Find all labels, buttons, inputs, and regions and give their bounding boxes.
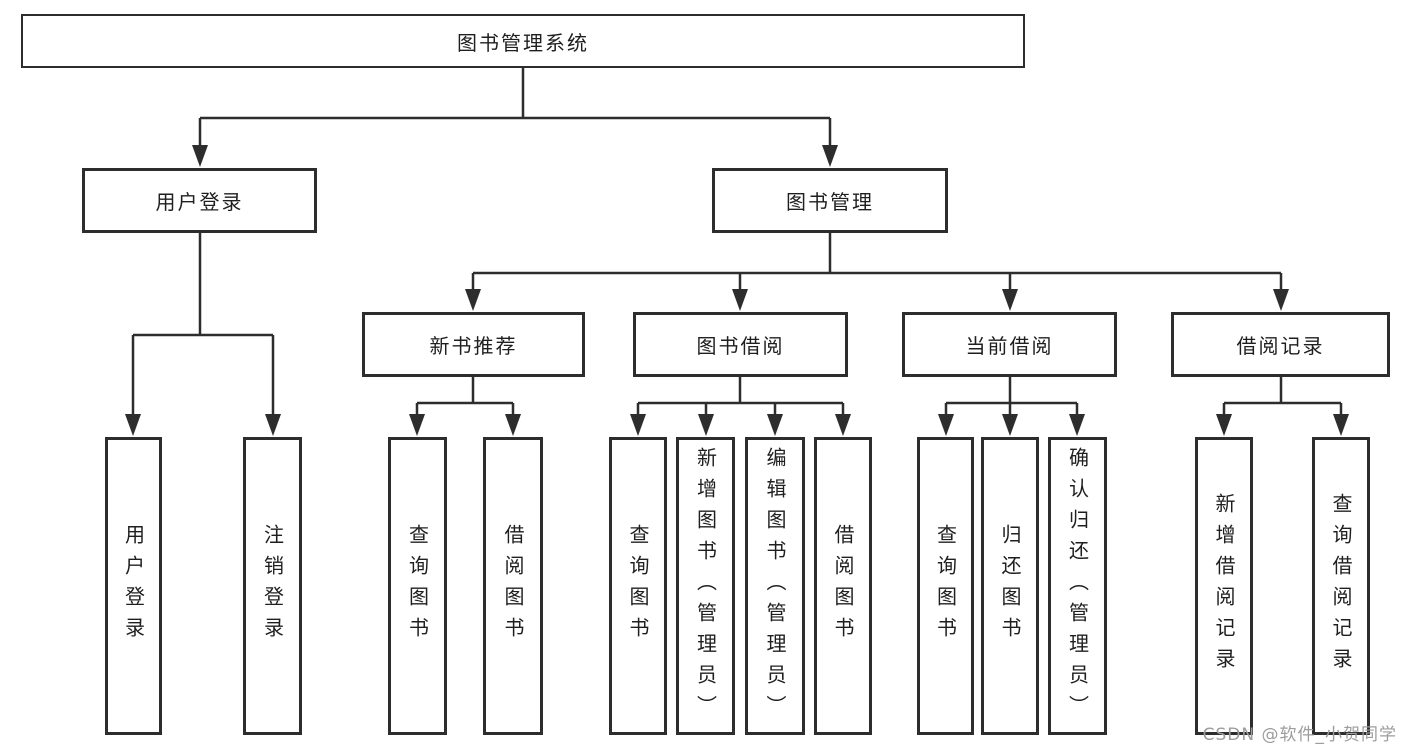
- node-label: 新增借阅记录: [1214, 493, 1234, 679]
- node-current-borrow: 当前借阅: [902, 312, 1117, 377]
- leaf-edit-book-admin: 编辑图书（管理员）: [745, 437, 805, 735]
- node-label: 编辑图书（管理员）: [765, 447, 785, 726]
- node-label: 确认归还（管理员）: [1068, 447, 1088, 726]
- arrow-down-icon: [192, 145, 208, 167]
- arrow-down-icon: [409, 414, 425, 436]
- leaf-query-books-current: 查询图书: [917, 437, 974, 735]
- node-borrow-records: 借阅记录: [1171, 312, 1390, 377]
- leaf-borrow-books: 借阅图书: [814, 437, 872, 735]
- arrow-down-icon: [698, 414, 714, 436]
- arrow-down-icon: [1069, 414, 1085, 436]
- node-label: 查询借阅记录: [1331, 493, 1351, 679]
- leaf-query-borrow-record: 查询借阅记录: [1312, 437, 1370, 735]
- node-label: 归还图书: [1000, 524, 1020, 648]
- leaf-user-login: 用户登录: [105, 437, 162, 735]
- node-label: 图书借阅: [697, 330, 785, 359]
- leaf-logout: 注销登录: [243, 437, 302, 735]
- leaf-query-books-borrow: 查询图书: [609, 437, 667, 735]
- node-label: 注销登录: [263, 524, 283, 648]
- node-label: 查询图书: [408, 524, 428, 648]
- node-label: 用户登录: [124, 524, 144, 648]
- node-new-book-recommend: 新书推荐: [362, 312, 585, 377]
- node-book-management-system: 图书管理系统: [21, 14, 1025, 68]
- arrow-down-icon: [767, 414, 783, 436]
- arrow-down-icon: [1273, 289, 1289, 311]
- node-label: 当前借阅: [966, 330, 1054, 359]
- node-label: 查询图书: [936, 524, 956, 648]
- leaf-confirm-return-admin: 确认归还（管理员）: [1048, 437, 1107, 735]
- arrow-down-icon: [1002, 414, 1018, 436]
- arrow-down-icon: [265, 414, 281, 436]
- arrow-down-icon: [630, 414, 646, 436]
- node-label: 借阅记录: [1237, 330, 1325, 359]
- node-label: 用户登录: [156, 186, 244, 215]
- leaf-borrow-books-recommend: 借阅图书: [483, 437, 543, 735]
- arrow-down-icon: [732, 289, 748, 311]
- node-book-management: 图书管理: [712, 168, 948, 233]
- arrow-down-icon: [125, 414, 141, 436]
- arrow-down-icon: [1216, 414, 1232, 436]
- node-book-borrow: 图书借阅: [633, 312, 848, 377]
- node-label: 图书管理: [786, 186, 874, 215]
- arrow-down-icon: [1002, 289, 1018, 311]
- arrow-down-icon: [1333, 414, 1349, 436]
- node-label: 新书推荐: [430, 330, 518, 359]
- node-label: 借阅图书: [503, 524, 523, 648]
- watermark: CSDN @软件_小贺同学: [1203, 720, 1397, 745]
- leaf-add-borrow-record: 新增借阅记录: [1195, 437, 1253, 735]
- leaf-add-book-admin: 新增图书（管理员）: [676, 437, 735, 735]
- node-label: 新增图书（管理员）: [696, 447, 716, 726]
- node-label: 查询图书: [628, 524, 648, 648]
- node-label: 借阅图书: [833, 524, 853, 648]
- leaf-return-book: 归还图书: [981, 437, 1039, 735]
- arrow-down-icon: [822, 145, 838, 167]
- node-user-login: 用户登录: [82, 168, 317, 233]
- arrow-down-icon: [505, 414, 521, 436]
- arrow-down-icon: [835, 414, 851, 436]
- arrow-down-icon: [938, 414, 954, 436]
- arrow-down-icon: [465, 289, 481, 311]
- node-label: 图书管理系统: [457, 27, 589, 56]
- leaf-query-books-recommend: 查询图书: [388, 437, 447, 735]
